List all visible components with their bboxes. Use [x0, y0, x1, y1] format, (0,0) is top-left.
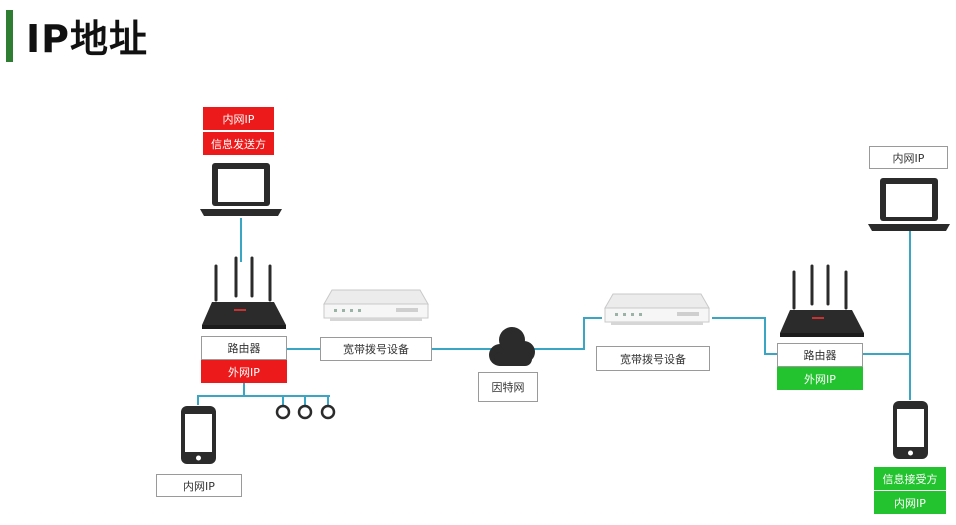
phone-right-icon	[893, 401, 928, 459]
router-left-icon	[202, 256, 286, 329]
link-router-phone-left	[197, 383, 245, 405]
modem-right-label: 宽带拨号设备	[596, 346, 710, 371]
sender-role-label: 信息发送方	[203, 132, 274, 155]
wan-ip-right-label: 外网IP	[777, 367, 863, 390]
link-modem-router-right	[712, 317, 780, 355]
port-circle-icon	[320, 404, 336, 420]
phone-left-lan-ip-label: 内网IP	[156, 474, 242, 497]
wan-ip-left-label: 外网IP	[201, 360, 287, 383]
router-right-icon	[780, 264, 864, 337]
phone-left-icon	[181, 406, 216, 464]
laptop-right-icon	[868, 178, 950, 231]
laptop-right-lan-ip-label: 内网IP	[869, 146, 948, 169]
sender-lan-ip-label: 内网IP	[203, 107, 274, 130]
link-cloud-modem-right	[530, 317, 602, 350]
title-accent-bar	[6, 10, 13, 62]
cloud-icon	[489, 327, 535, 366]
router-right-label: 路由器	[777, 343, 863, 367]
modem-left-label: 宽带拨号设备	[320, 337, 432, 361]
network-links	[197, 218, 911, 406]
router-left-label: 路由器	[201, 336, 287, 360]
port-circle-icon	[275, 404, 291, 420]
modem-right-icon	[604, 293, 710, 325]
page-title: IP地址	[26, 17, 148, 61]
receiver-lan-ip-label: 内网IP	[874, 491, 946, 514]
laptop-left-icon	[200, 163, 282, 216]
receiver-role-label: 信息接受方	[874, 467, 946, 490]
modem-left-icon	[323, 289, 429, 321]
port-circle-icon	[297, 404, 313, 420]
internet-label: 因特网	[478, 372, 538, 402]
